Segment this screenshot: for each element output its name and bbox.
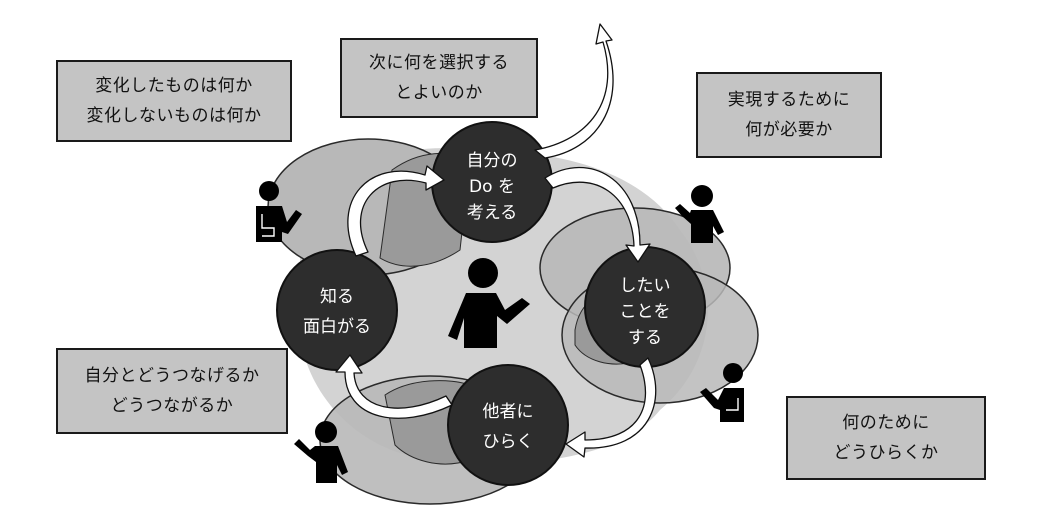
node-label-know-enjoy-2: 面白がる: [303, 317, 371, 337]
question-next-line-2: とよいのか: [395, 83, 483, 103]
question-box-change: 変化したものは何か 変化しないものは何か: [56, 60, 292, 142]
arrow-do-what-you-want-to-open-to-others: [565, 357, 657, 458]
node-labels: 自分の Do を 考える したい ことを する 他者に ひらく 知る 面白がる: [303, 151, 671, 452]
arrow-think-do-to-do-what-you-want: [544, 167, 651, 263]
question-connect-line-2: どうつながるか: [110, 396, 234, 416]
people: [256, 181, 744, 483]
bottom-right-person-icon: [700, 363, 744, 422]
question-realize-line-2: 何が必要か: [745, 120, 833, 140]
question-connect-line-1: 自分とどうつなげるか: [84, 366, 260, 386]
node-label-open-to-others-2: ひらく: [483, 432, 534, 452]
arrow-open-to-others-to-know-enjoy: [335, 354, 453, 419]
node-label-think-do-2: Do を: [469, 177, 515, 197]
node-label-do-what-you-want-1: したい: [620, 276, 671, 296]
node-label-do-what-you-want-2: ことを: [620, 302, 671, 322]
arrow-exit-next: [534, 23, 614, 159]
bottom-left-person-icon: [294, 421, 348, 483]
question-purpose-line-1: 何のために: [842, 413, 930, 433]
arrow-know-enjoy-to-think-do: [347, 165, 445, 257]
node-circle-open-to-others: [447, 364, 569, 486]
question-realize-line-1: 実現するために: [727, 90, 851, 110]
question-box-connect: 自分とどうつなげるか どうつながるか: [56, 348, 288, 434]
cycle-arrows: [335, 23, 657, 458]
center-person-icon: [448, 258, 530, 348]
question-box-next: 次に何を選択する とよいのか: [340, 38, 538, 118]
question-change-line-1: 変化したものは何か: [95, 76, 253, 96]
question-next-line-1: 次に何を選択する: [369, 53, 509, 73]
question-change-line-2: 変化しないものは何か: [86, 106, 262, 126]
question-purpose-line-2: どうひらくか: [833, 443, 939, 463]
node-label-think-do-1: 自分の: [467, 151, 518, 171]
question-box-realize: 実現するために 何が必要か: [696, 72, 882, 158]
nodes: [276, 121, 706, 486]
node-label-do-what-you-want-3: する: [628, 328, 662, 348]
question-box-purpose: 何のために どうひらくか: [786, 396, 986, 480]
top-right-person-icon: [675, 185, 724, 243]
node-label-know-enjoy-1: 知る: [320, 287, 354, 307]
node-label-open-to-others-1: 他者に: [483, 402, 534, 422]
node-circle-know-enjoy: [276, 249, 398, 371]
node-label-think-do-3: 考える: [467, 203, 518, 223]
top-left-person-icon: [256, 181, 302, 242]
